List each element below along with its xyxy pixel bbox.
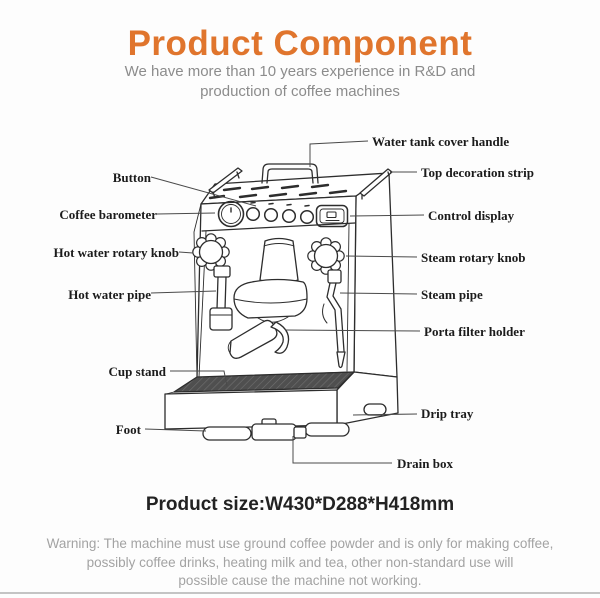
warning-text-line3: possible cause the machine not working.: [178, 573, 422, 588]
hot-water-pipe: [209, 265, 233, 331]
group-head: [233, 237, 308, 323]
drain-box: [251, 418, 307, 441]
page-title: Product Component: [127, 24, 473, 63]
label-button: Button: [112, 170, 151, 185]
hot-water-rotary-knob: [192, 233, 230, 271]
leader-foot: [144, 428, 207, 432]
product-size-text: Product size:W430*D288*H418mm: [145, 494, 455, 515]
cup-stand-tray: [173, 371, 355, 393]
steam-rotary-knob: [307, 237, 345, 275]
leader-control-display: [349, 214, 425, 217]
control-panel: [217, 200, 349, 228]
label-porta-filter-holder: Porta filter holder: [424, 324, 525, 339]
label-steam-rotary-knob: Steam rotary knob: [421, 250, 526, 265]
leader-drip-tray: [352, 413, 418, 416]
leader-porta-filter: [284, 329, 421, 332]
label-cup-stand: Cup stand: [108, 364, 166, 379]
label-foot: Foot: [115, 422, 141, 437]
leader-coffee-barometer: [156, 212, 216, 215]
leader-water-tank-handle: [309, 140, 369, 167]
label-top-decoration-strip: Top decoration strip: [421, 165, 534, 180]
portafilter: [227, 319, 290, 359]
label-coffee-barometer: Coffee barometer: [59, 207, 157, 222]
label-control-display: Control display: [428, 208, 515, 223]
page-subtitle-line2: production of coffee machines: [200, 83, 400, 100]
label-drain-box: Drain box: [397, 456, 453, 471]
bottom-divider: [0, 592, 600, 594]
warning-text-line1: Warning: The machine must use ground cof…: [46, 536, 554, 551]
page-subtitle-line1: We have more than 10 years experience in…: [124, 63, 476, 80]
panel-buttons: [245, 201, 315, 225]
leader-cup-stand: [170, 370, 228, 387]
water-tank-cover-handle: [261, 163, 319, 184]
label-hot-water-rotary-knob: Hot water rotary knob: [53, 245, 179, 260]
base-and-drip-tray: [164, 371, 399, 430]
leader-steam-knob: [345, 255, 418, 258]
leader-button: [150, 176, 257, 207]
control-display: [315, 204, 349, 228]
leader-hot-water-pipe: [150, 290, 217, 294]
label-hot-water-pipe: Hot water pipe: [68, 287, 151, 302]
label-steam-pipe: Steam pipe: [421, 287, 483, 302]
coffee-barometer-gauge: [217, 200, 245, 228]
label-water-tank-cover-handle: Water tank cover handle: [372, 134, 510, 149]
leader-drain-box: [292, 436, 392, 464]
leader-steam-pipe: [339, 292, 418, 295]
warning-text-line2: possibly coffee drinks, heating milk and…: [86, 555, 514, 570]
leader-hot-water-knob: [178, 251, 194, 254]
label-drip-tray: Drip tray: [421, 406, 474, 421]
leader-lines: [144, 140, 425, 464]
